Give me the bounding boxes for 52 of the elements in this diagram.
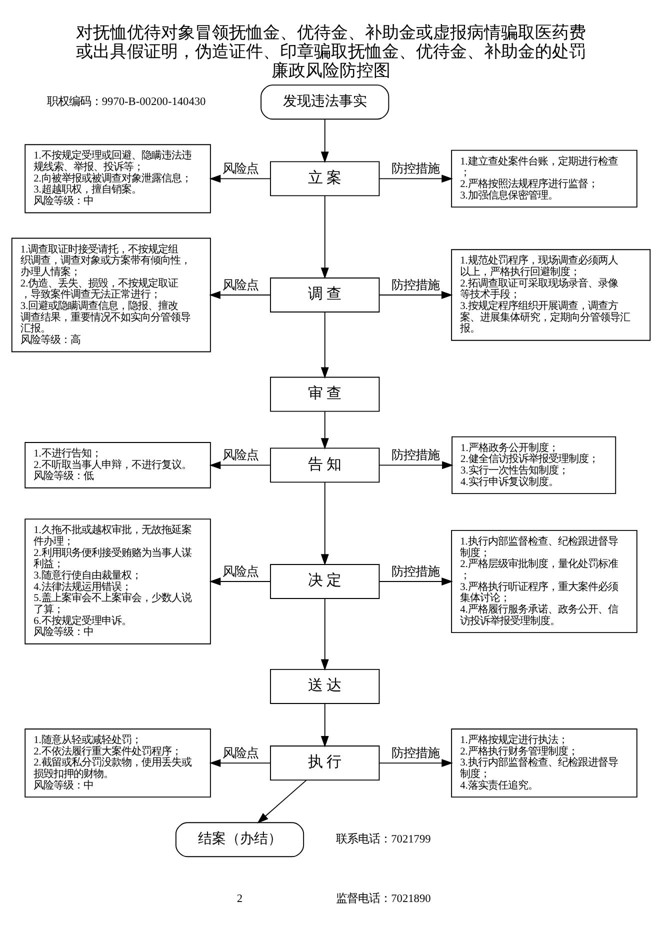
arrow — [320, 118, 329, 162]
node-box: 1.调查取证时接受请托，不按规定组织调查，调查对象或方案带有倾向性，办理人情案； 2.伪造、丢失、损毁，不按规定取证，导致案件调查无法正常进行； 3.回避或隐瞒调查信息，隐报、擅改调查结果，重要情况不如实向分管领导汇报。 风险等级：高 — [11, 237, 211, 352]
arrow — [378, 290, 453, 298]
node-box: 告 知 — [270, 447, 380, 482]
arrow — [257, 779, 307, 823]
node-box: 调 查 — [270, 277, 380, 312]
node-box: 立 案 — [270, 160, 380, 196]
edge-label: 防控措施 — [391, 564, 440, 578]
edge-label: 风险点 — [222, 564, 258, 578]
arrow — [320, 194, 329, 279]
arrow — [320, 481, 329, 566]
label: 2 — [236, 892, 243, 905]
edge-label: 风险点 — [222, 277, 258, 292]
node-box: 1.严格政务公开制度； 2.健全信访投诉举报受理制度； 3.实行一次性告知制度； 4.实行申诉复议制度。 — [452, 436, 616, 494]
arrow — [209, 290, 271, 298]
arrow — [320, 410, 329, 449]
arrow — [320, 311, 329, 378]
arrow — [378, 577, 453, 585]
arrow — [378, 758, 453, 767]
arrow — [320, 598, 329, 670]
arrow — [209, 758, 271, 767]
label: 职权编码：9970-B-00200-140430 — [46, 96, 206, 108]
edge-label: 防控措施 — [391, 745, 440, 760]
arrow — [209, 460, 271, 469]
node-box: 送 达 — [270, 668, 380, 704]
node-box: 发现违法事实 — [260, 84, 390, 120]
node-box: 1.严格按规定进行执法； 2.严格执行财务管理制度； 3.执行内部监督检查、纪检跟进督导制度； 4.落实责任追究。 — [451, 728, 638, 798]
arrow — [209, 174, 271, 182]
node-box: 1.随意从轻或减轻处罚； 2.不依法履行重大案件处罚程序； 2.截留或私分罚没款物，使用丢失或损毁扣押的财物。 风险等级：中 — [24, 728, 211, 798]
node-box: 执 行 — [270, 745, 380, 780]
edge-label: 防控措施 — [392, 447, 440, 462]
node-box: 结案（办结） — [175, 822, 304, 857]
edge-label: 风险点 — [222, 745, 258, 760]
node-box: 1.不进行告知； 2.不听取当事人申辩，不进行复议。 风险等级：低 — [24, 442, 211, 488]
node-box: 1.不按规定受理或回避、隐瞒违法违规线索、举报、投诉等； 2.向被举报或被调查对象泄露信息； 3.超越职权，擅自销案。 风险等级：中 — [24, 144, 211, 213]
node-box: 1.执行内部监督检查、纪检跟进督导制度； 2.严格层级审批制度，量化处罚标准； 3.严格执行听证程序，重大案件必须集体讨论； 4.严格履行服务承诺、政务公开、信访投诉举报受理制度。 — [451, 529, 638, 633]
edge-label: 风险点 — [222, 447, 258, 462]
arrow — [379, 460, 454, 469]
edge-label: 风险点 — [222, 160, 258, 175]
node-box: 1.建立查处案件台账，定期进行检查； 2.严格按照法规程序进行监督； 3.加强信息保密管理。 — [451, 149, 638, 208]
arrow — [209, 577, 271, 585]
node-box: 1.久拖不批或越权审批，无故拖延案件办理； 2.利用职务便利接受贿赂为当事人谋利益； 3.随意行使自由裁量权； 4.法律法规运用错误； 5.盖上案审会不上案审会，少数人说了算； 6.不按规定受理申诉。 风险等级：中 — [24, 518, 211, 644]
label: 监督电话：7021890 — [336, 892, 431, 905]
node-box: 1.规范处罚程序，现场调查必须两人以上，严格执行回避制度； 2.拓调查取证可采取现场录音、录像等技术手段； 3.按规定程序组织开展调查，调查方案、进展集体研究，定期向分管领导汇报。 — [451, 248, 651, 340]
edge-label: 防控措施 — [391, 160, 440, 175]
node-box: 审 查 — [270, 376, 380, 412]
arrow — [378, 174, 453, 182]
arrow — [320, 702, 329, 747]
diagram-title: 对抚恤优待对象冒领抚恤金、优待金、补助金或虚报病情骗取医药费或出具假证明，伪造证件、印章骗取抚恤金、优待金、补助金的处罚廉政风险防控图 — [76, 22, 586, 80]
node-box: 决 定 — [270, 564, 380, 598]
edge-label: 防控措施 — [391, 277, 440, 292]
label: 联系电话：7021799 — [336, 833, 431, 846]
